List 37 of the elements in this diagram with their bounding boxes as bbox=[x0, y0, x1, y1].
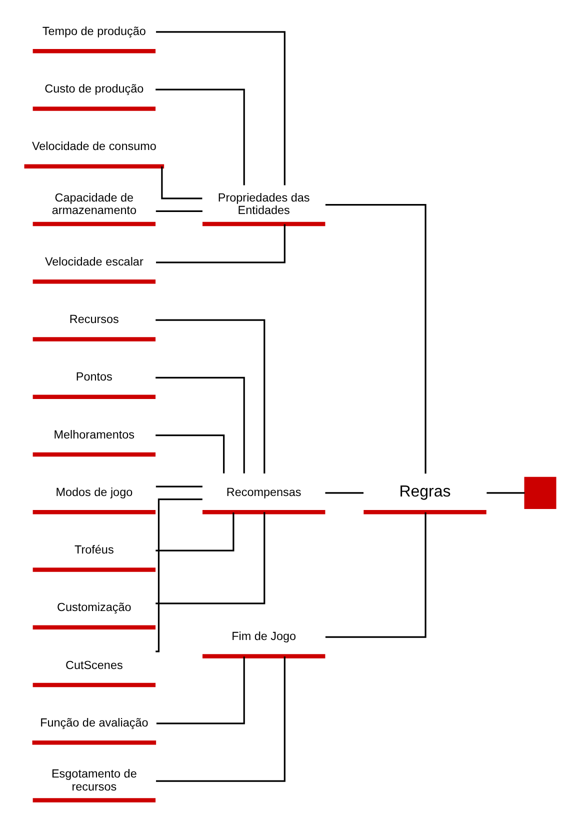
node-box bbox=[524, 476, 556, 509]
node-text: Pontos bbox=[76, 370, 112, 384]
connector bbox=[156, 319, 266, 474]
connector bbox=[156, 512, 266, 604]
node-text: Regras bbox=[399, 484, 451, 501]
connector bbox=[156, 88, 245, 186]
connector bbox=[156, 31, 286, 186]
node-text: Propriedades das Entidades bbox=[218, 191, 310, 218]
connector bbox=[325, 492, 364, 494]
node-text: Recursos bbox=[69, 313, 119, 326]
node-text: Troféus bbox=[74, 544, 114, 557]
node-text: Velocidade escalar bbox=[44, 255, 144, 268]
node-text: Capacidade de armazenamento bbox=[52, 191, 137, 218]
node-text: Velocidade de consumo bbox=[32, 140, 156, 154]
connector bbox=[156, 210, 202, 212]
connector bbox=[156, 656, 245, 724]
node-text: Modos de jogo bbox=[56, 486, 133, 499]
connector bbox=[161, 166, 202, 200]
connector bbox=[156, 224, 286, 264]
connector bbox=[325, 204, 426, 474]
connector bbox=[156, 434, 225, 474]
connector bbox=[156, 486, 202, 488]
node-text: Fim de Jogo bbox=[232, 630, 296, 643]
connector bbox=[486, 492, 525, 494]
node-text: CutScenes bbox=[66, 658, 123, 672]
node-text: Recompensas bbox=[226, 486, 302, 499]
connector bbox=[325, 512, 426, 638]
connector bbox=[156, 498, 202, 652]
node-text: Função de avaliação bbox=[40, 716, 148, 730]
connector bbox=[156, 376, 245, 474]
node-text: Tempo de produção bbox=[42, 24, 146, 38]
connector bbox=[156, 512, 234, 552]
node-text: Custo de produção bbox=[44, 82, 144, 96]
node-text: Melhoramentos bbox=[54, 428, 135, 442]
node-text: Esgotamento de recursos bbox=[51, 768, 137, 794]
node-text: Customização bbox=[57, 601, 132, 614]
connector bbox=[156, 656, 286, 782]
